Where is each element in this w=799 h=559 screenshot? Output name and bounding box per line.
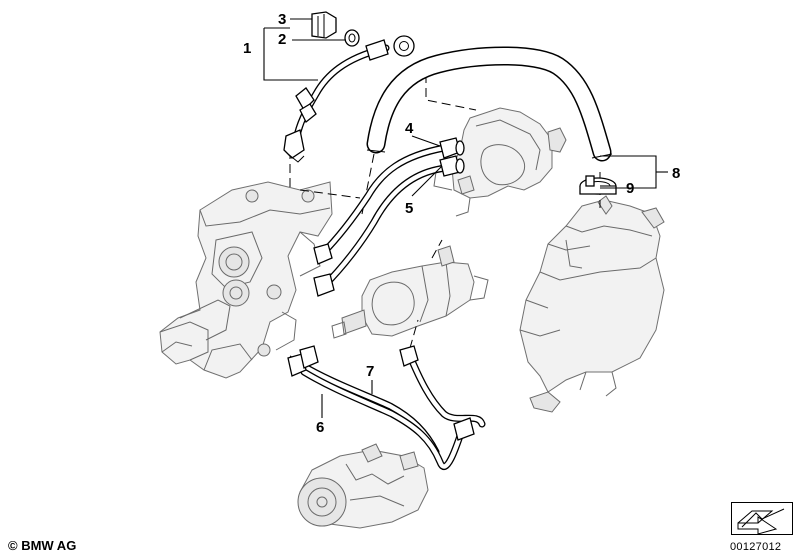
fluid-reservoir xyxy=(519,195,665,413)
hose-clamp xyxy=(579,175,617,195)
pressure-pipe-upper xyxy=(313,137,465,265)
callout-2: 2 xyxy=(278,31,286,48)
steering-gear-housing xyxy=(159,181,333,379)
banjo-bolt xyxy=(311,11,337,39)
return-hose xyxy=(366,46,613,162)
reference-arrow-icon xyxy=(737,508,785,535)
callout-6: 6 xyxy=(316,419,324,436)
callout-1: 1 xyxy=(243,40,251,57)
callout-8: 8 xyxy=(672,165,680,182)
document-number: 00127012 xyxy=(730,541,782,553)
leader-lines xyxy=(263,18,668,418)
callout-9: 9 xyxy=(626,180,634,197)
sealing-ring xyxy=(344,29,360,47)
callout-3: 3 xyxy=(278,11,286,28)
callout-4: 4 xyxy=(405,120,414,137)
callout-5: 5 xyxy=(405,200,413,217)
ac-compressor xyxy=(297,443,429,529)
copyright-label: © BMW AG xyxy=(8,538,77,553)
cooling-pipe-bundle xyxy=(287,345,486,470)
callout-7: 7 xyxy=(366,363,374,380)
view-reference-box xyxy=(731,502,793,535)
pressure-pipe-lower xyxy=(313,155,465,297)
hydraulic-cylinder xyxy=(331,245,489,339)
pressure-hose xyxy=(283,35,415,163)
